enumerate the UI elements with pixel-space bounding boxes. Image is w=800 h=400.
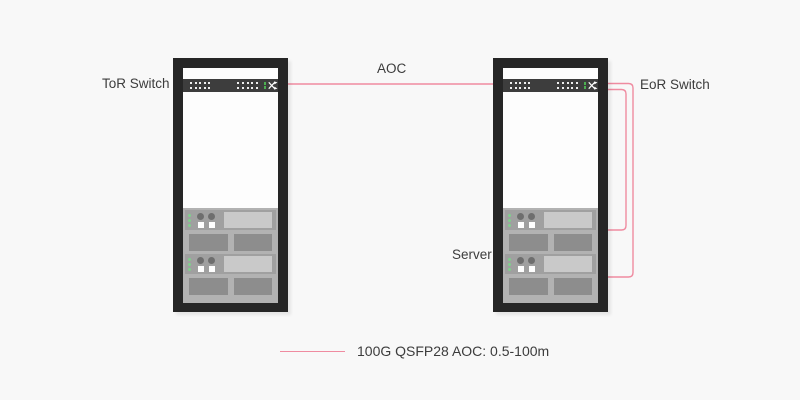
server-led-column xyxy=(188,257,191,271)
server-led-column xyxy=(508,257,511,271)
server-drive-bays xyxy=(185,230,276,251)
server-knob xyxy=(517,256,524,272)
server-front-panel xyxy=(505,254,596,274)
server-knob xyxy=(528,256,535,272)
server-drive-bays xyxy=(505,230,596,251)
eor-switch-label: EoR Switch xyxy=(640,77,710,92)
server-knob xyxy=(208,256,215,272)
server-unit xyxy=(185,254,276,295)
server-vent-panel xyxy=(544,212,592,228)
drive-bay xyxy=(233,278,272,295)
rack-right xyxy=(493,58,608,312)
server-knob xyxy=(197,212,204,228)
legend: 100G QSFP28 AOC: 0.5-100m xyxy=(280,343,549,359)
tor-switch-label: ToR Switch xyxy=(102,76,170,91)
drive-bay xyxy=(189,278,228,295)
drive-bay xyxy=(553,234,592,251)
server-label: Server xyxy=(452,247,492,262)
crossover-arrows-icon xyxy=(268,81,278,90)
server-drive-bays xyxy=(505,274,596,295)
drive-bay xyxy=(233,234,272,251)
rack-left xyxy=(173,58,288,312)
server-unit xyxy=(185,210,276,251)
server-knob xyxy=(197,256,204,272)
legend-cable-swatch xyxy=(280,350,345,352)
server-front-panel xyxy=(505,210,596,230)
server-stack xyxy=(183,208,278,303)
server-front-panel xyxy=(185,210,276,230)
switch-port-group xyxy=(190,82,211,89)
server-knob xyxy=(517,212,524,228)
legend-label: 100G QSFP28 AOC: 0.5-100m xyxy=(357,343,550,359)
server-drive-bays xyxy=(185,274,276,295)
crossover-arrows-icon xyxy=(588,81,598,90)
tor-switch-device xyxy=(183,79,278,92)
aoc-cable-label: AOC xyxy=(377,61,407,76)
server-front-panel xyxy=(185,254,276,274)
server-stack xyxy=(503,208,598,303)
switch-port-group xyxy=(237,82,258,89)
eor-switch-device xyxy=(503,79,598,92)
server-vent-panel xyxy=(224,212,272,228)
server-vent-panel xyxy=(224,256,272,272)
drive-bay xyxy=(189,234,228,251)
server-knob xyxy=(208,212,215,228)
drive-bay xyxy=(509,234,548,251)
switch-status-led xyxy=(583,82,586,89)
switch-port-group xyxy=(557,82,578,89)
server-vent-panel xyxy=(544,256,592,272)
server-led-column xyxy=(508,213,511,227)
server-unit xyxy=(505,254,596,295)
switch-status-led xyxy=(263,82,266,89)
switch-port-group xyxy=(510,82,531,89)
server-knob xyxy=(528,212,535,228)
server-led-column xyxy=(188,213,191,227)
drive-bay xyxy=(509,278,548,295)
drive-bay xyxy=(553,278,592,295)
server-unit xyxy=(505,210,596,251)
